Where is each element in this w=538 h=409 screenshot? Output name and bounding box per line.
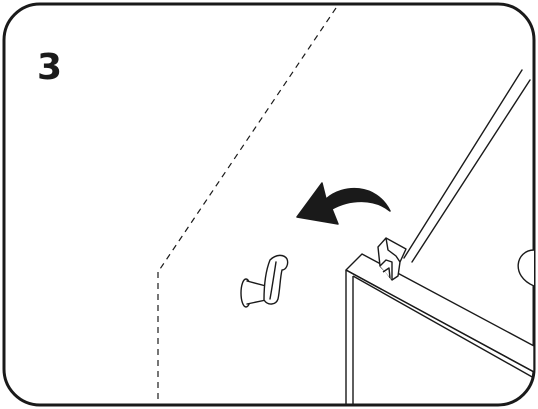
swing-arrow bbox=[296, 182, 391, 225]
screwdriver bbox=[403, 69, 531, 263]
bracket-clip bbox=[377, 237, 407, 281]
wall-outline bbox=[157, 7, 337, 405]
wall-hook bbox=[240, 254, 289, 308]
cabinet-panel bbox=[345, 253, 535, 405]
mounting-hole bbox=[517, 249, 535, 287]
step-number: 3 bbox=[37, 47, 62, 88]
